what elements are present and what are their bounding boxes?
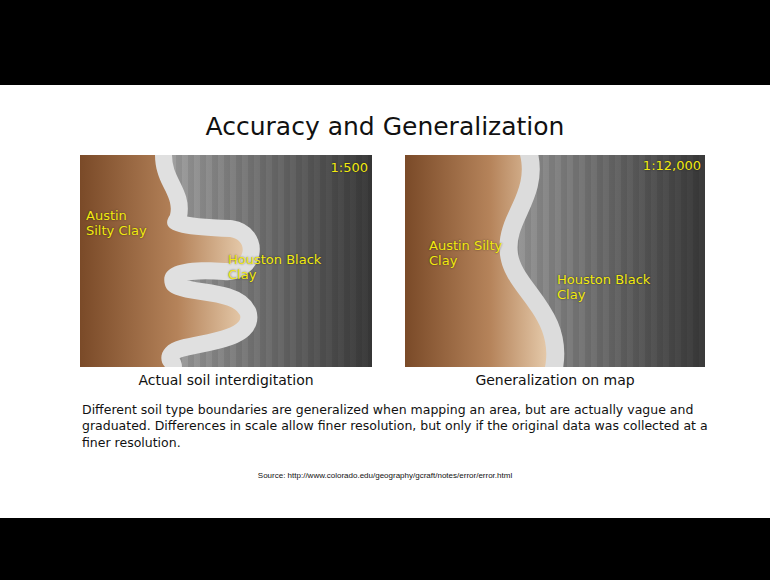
soil-label: Houston Black Clay <box>228 253 340 283</box>
soil-label: Houston Black Clay <box>557 273 677 303</box>
panel-caption: Generalization on map <box>405 372 705 388</box>
black-bar <box>0 0 770 85</box>
source-note: Source: http://www.colorado.edu/geograph… <box>0 471 770 480</box>
soil-illustration <box>80 155 372 367</box>
scale-label: 1:500 <box>312 161 368 176</box>
soil-label: Austin Silty Clay <box>429 239 521 269</box>
black-bar <box>0 518 770 580</box>
soil-panel: 1:12,000Austin Silty ClayHouston Black C… <box>405 155 705 367</box>
soil-label: Austin Silty Clay <box>86 209 158 239</box>
panel-caption: Actual soil interdigitation <box>80 372 372 388</box>
soil-panel: 1:500Austin Silty ClayHouston Black Clay <box>80 155 372 367</box>
slide-title: Accuracy and Generalization <box>0 112 770 141</box>
scale-label: 1:12,000 <box>627 159 701 174</box>
explanation-text: Different soil type boundaries are gener… <box>82 402 708 451</box>
